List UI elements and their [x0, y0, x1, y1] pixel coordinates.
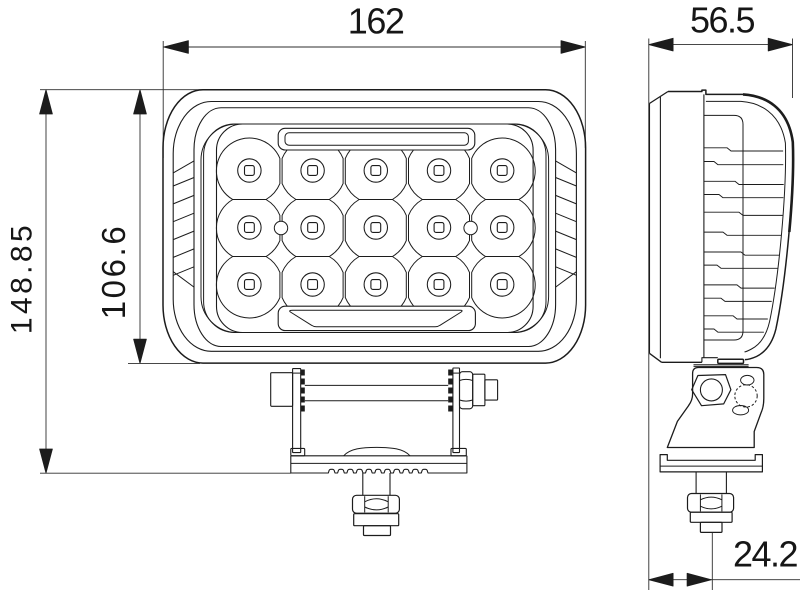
svg-text:162: 162 [348, 1, 404, 42]
svg-text:148.85: 148.85 [6, 222, 39, 334]
svg-text:24.2: 24.2 [733, 534, 798, 575]
svg-text:56.5: 56.5 [690, 0, 755, 40]
svg-text:106.6: 106.6 [95, 224, 132, 320]
